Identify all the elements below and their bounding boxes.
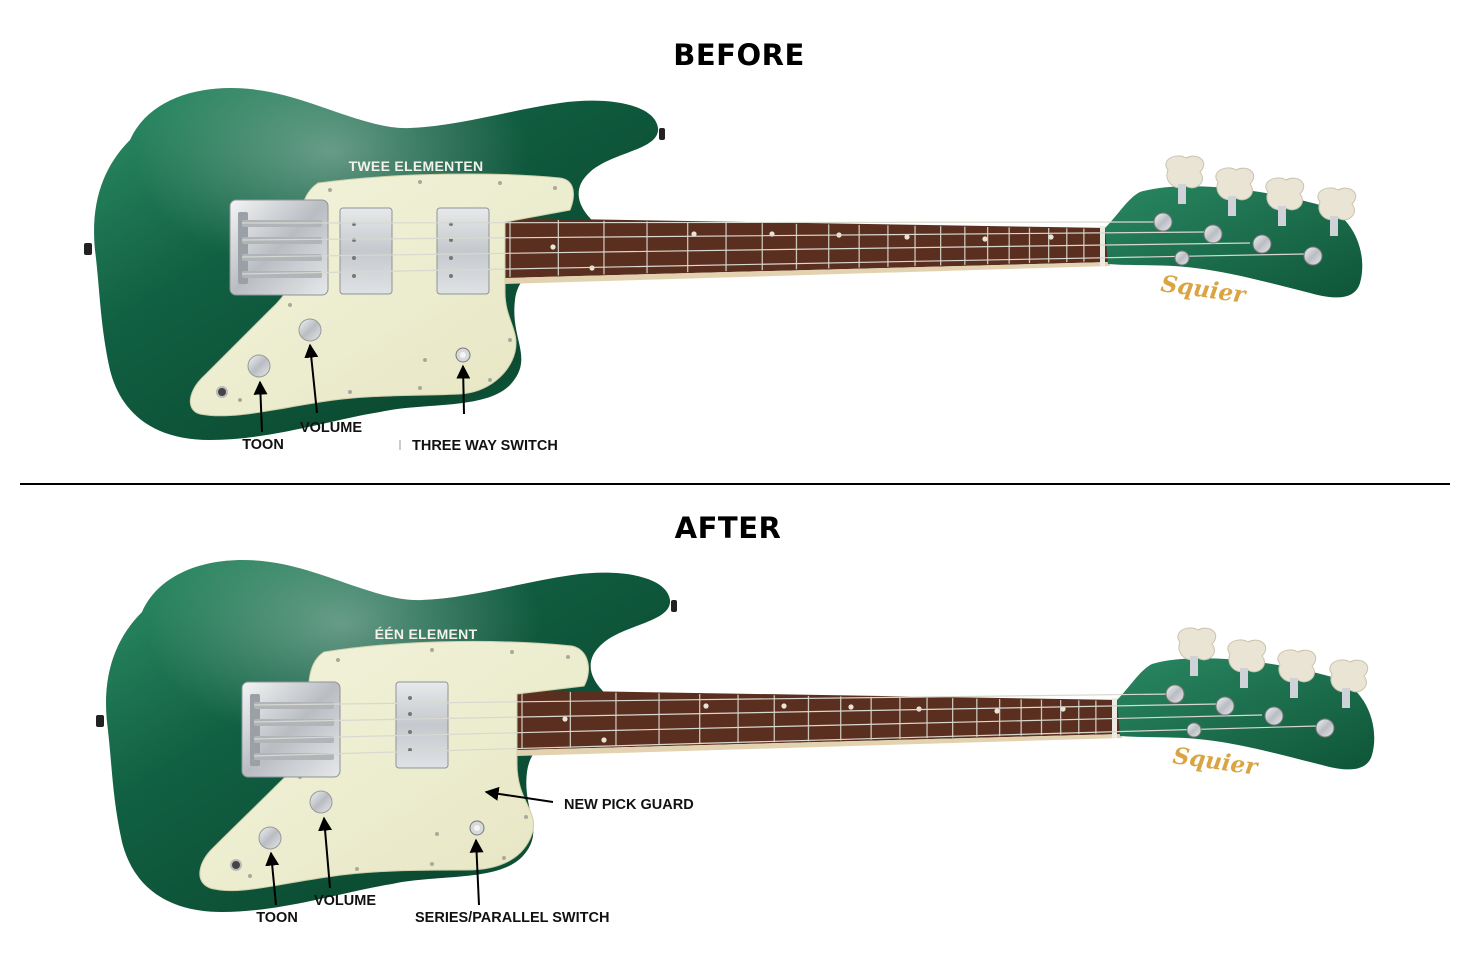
before-panel: BEFORE (84, 38, 1363, 454)
before-callout-arrows (253, 343, 471, 433)
before-strings (241, 221, 1306, 275)
before-pickup-1 (339, 207, 393, 295)
after-output-jack (230, 859, 242, 871)
after-panel: AFTER (96, 511, 1375, 926)
before-output-jack (216, 386, 228, 398)
before-pickup-2 (436, 207, 490, 295)
after-pickup (395, 681, 449, 769)
before-tuners (1153, 155, 1357, 266)
after-frets (521, 691, 1097, 749)
before-callout-switch: THREE WAY SWITCH (412, 438, 558, 454)
before-volume-knob[interactable] (298, 318, 322, 342)
before-brand-logo: Squier (1159, 270, 1249, 309)
after-callout-pickguard: NEW PICK GUARD (564, 797, 694, 813)
before-callout-toon: TOON (242, 437, 284, 453)
before-three-way-switch[interactable] (455, 347, 471, 363)
after-strings (253, 693, 1318, 757)
after-callout-arrows (265, 786, 554, 906)
after-bridge (241, 681, 341, 778)
after-pickguard (199, 640, 589, 892)
after-tone-knob[interactable] (258, 826, 282, 850)
after-tuners (1165, 627, 1369, 738)
before-guitar: Squier TWEE ELEMENTEN (84, 88, 1363, 441)
after-callout-switch: SERIES/PARALLEL SWITCH (415, 910, 609, 926)
after-brand-logo: Squier (1171, 742, 1261, 781)
after-volume-knob[interactable] (309, 790, 333, 814)
before-tone-knob[interactable] (247, 354, 271, 378)
before-title: BEFORE (673, 38, 805, 72)
before-bridge (229, 199, 329, 296)
after-callout-toon: TOON (256, 910, 298, 926)
after-pickup-label: ÉÉN ELEMENT (375, 626, 478, 642)
before-pickup-label: TWEE ELEMENTEN (349, 158, 484, 174)
after-series-parallel-switch[interactable] (469, 820, 485, 836)
after-title: AFTER (675, 511, 782, 545)
before-callout-volume: VOLUME (300, 420, 362, 436)
after-callout-volume: VOLUME (314, 893, 376, 909)
after-guitar: Squier ÉÉN ELEMENT (96, 560, 1375, 912)
